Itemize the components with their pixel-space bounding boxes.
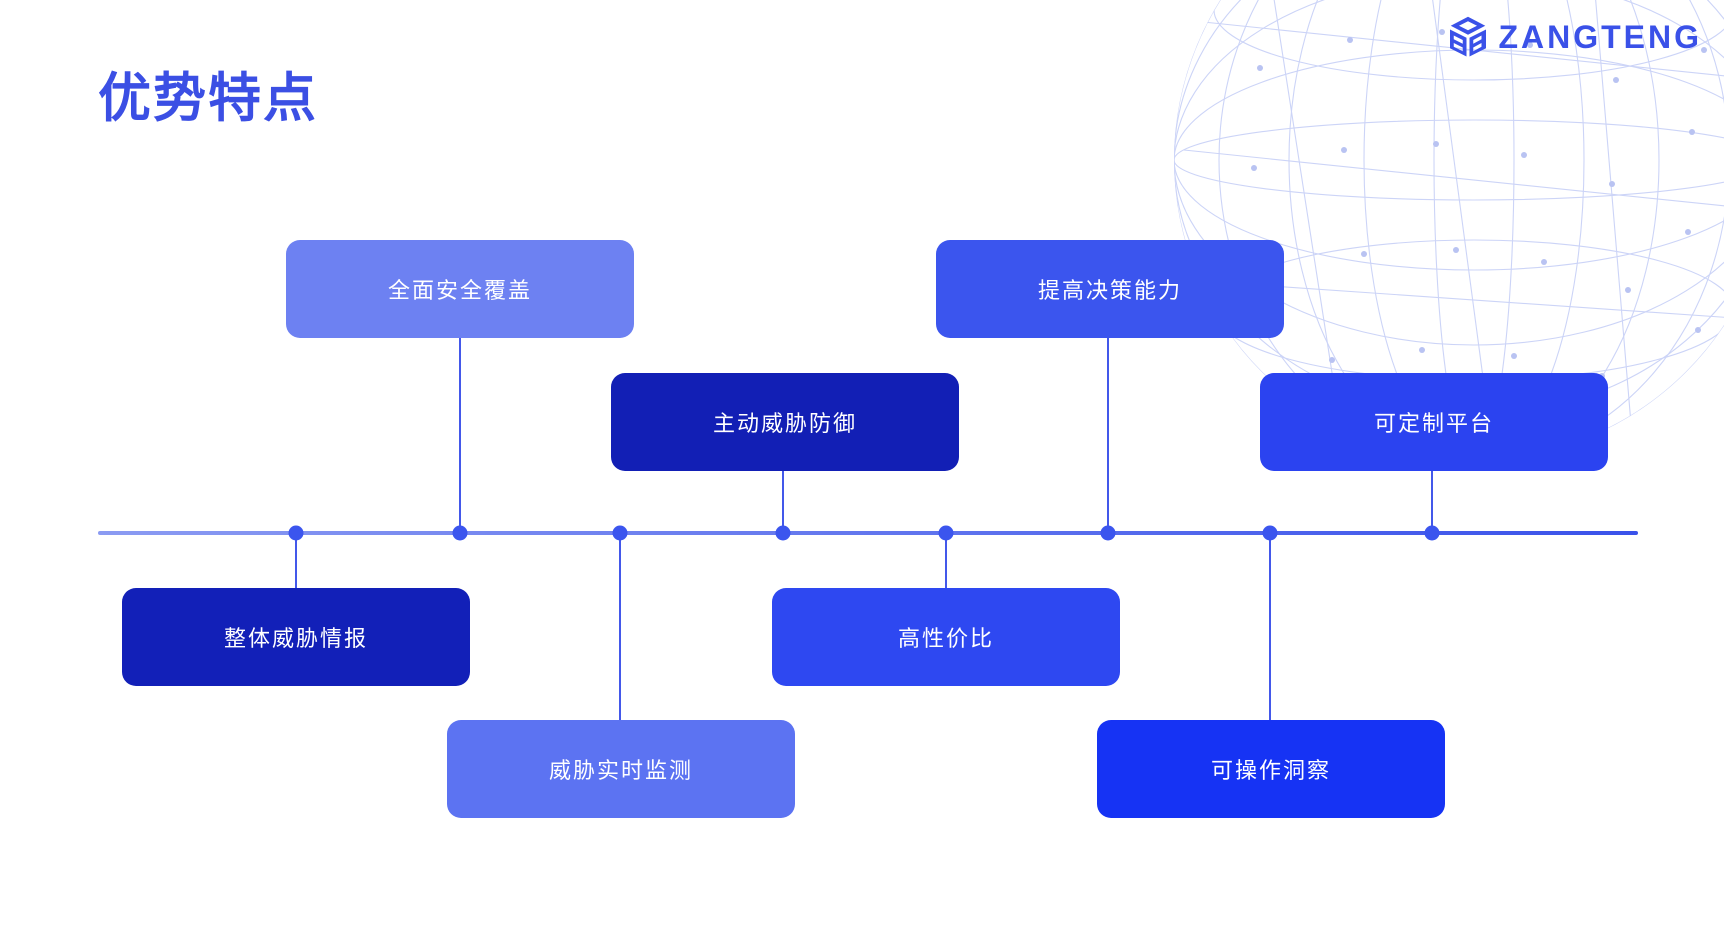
brand-logo: ZANGTENG	[1448, 16, 1702, 58]
timeline-connector	[1431, 471, 1433, 533]
card-holistic-threat-intelligence[interactable]: 整体威胁情报	[122, 588, 470, 686]
cube-logo-icon	[1450, 16, 1487, 57]
timeline-node-dot[interactable]	[1262, 525, 1278, 541]
timeline-connector	[459, 338, 461, 533]
card-actionable-insight[interactable]: 可操作洞察	[1097, 720, 1445, 818]
timeline-connector	[782, 471, 784, 533]
page-title: 优势特点	[98, 69, 318, 128]
card-label: 全面安全覆盖	[387, 278, 532, 303]
timeline-connector	[1107, 338, 1109, 533]
card-label: 可操作洞察	[1210, 758, 1331, 783]
timeline-axis	[98, 531, 1638, 535]
card-label: 整体威胁情报	[223, 626, 368, 651]
timeline-node-dot[interactable]	[938, 525, 954, 541]
card-customizable-platform[interactable]: 可定制平台	[1260, 373, 1608, 471]
brand-logo-text: ZANGTENG	[1498, 19, 1702, 55]
timeline-connector	[295, 533, 297, 588]
card-label: 提高决策能力	[1037, 278, 1182, 303]
card-comprehensive-security-coverage[interactable]: 全面安全覆盖	[286, 240, 634, 338]
timeline-node-dot[interactable]	[1100, 525, 1116, 541]
card-label: 可定制平台	[1373, 411, 1494, 436]
timeline-node-dot[interactable]	[288, 525, 304, 541]
timeline-connector	[619, 533, 621, 720]
card-proactive-threat-defense[interactable]: 主动威胁防御	[611, 373, 959, 471]
card-high-cost-performance[interactable]: 高性价比	[772, 588, 1120, 686]
timeline-node-dot[interactable]	[775, 525, 791, 541]
card-label: 高性价比	[897, 626, 994, 651]
card-improve-decision-capability[interactable]: 提高决策能力	[936, 240, 1284, 338]
timeline-node-dot[interactable]	[612, 525, 628, 541]
timeline-node-dot[interactable]	[1424, 525, 1440, 541]
timeline-connector	[945, 533, 947, 588]
timeline-node-dot[interactable]	[452, 525, 468, 541]
card-realtime-threat-monitoring[interactable]: 威胁实时监测	[447, 720, 795, 818]
card-label: 主动威胁防御	[712, 411, 857, 436]
timeline-connector	[1269, 533, 1271, 720]
card-label: 威胁实时监测	[548, 758, 693, 783]
